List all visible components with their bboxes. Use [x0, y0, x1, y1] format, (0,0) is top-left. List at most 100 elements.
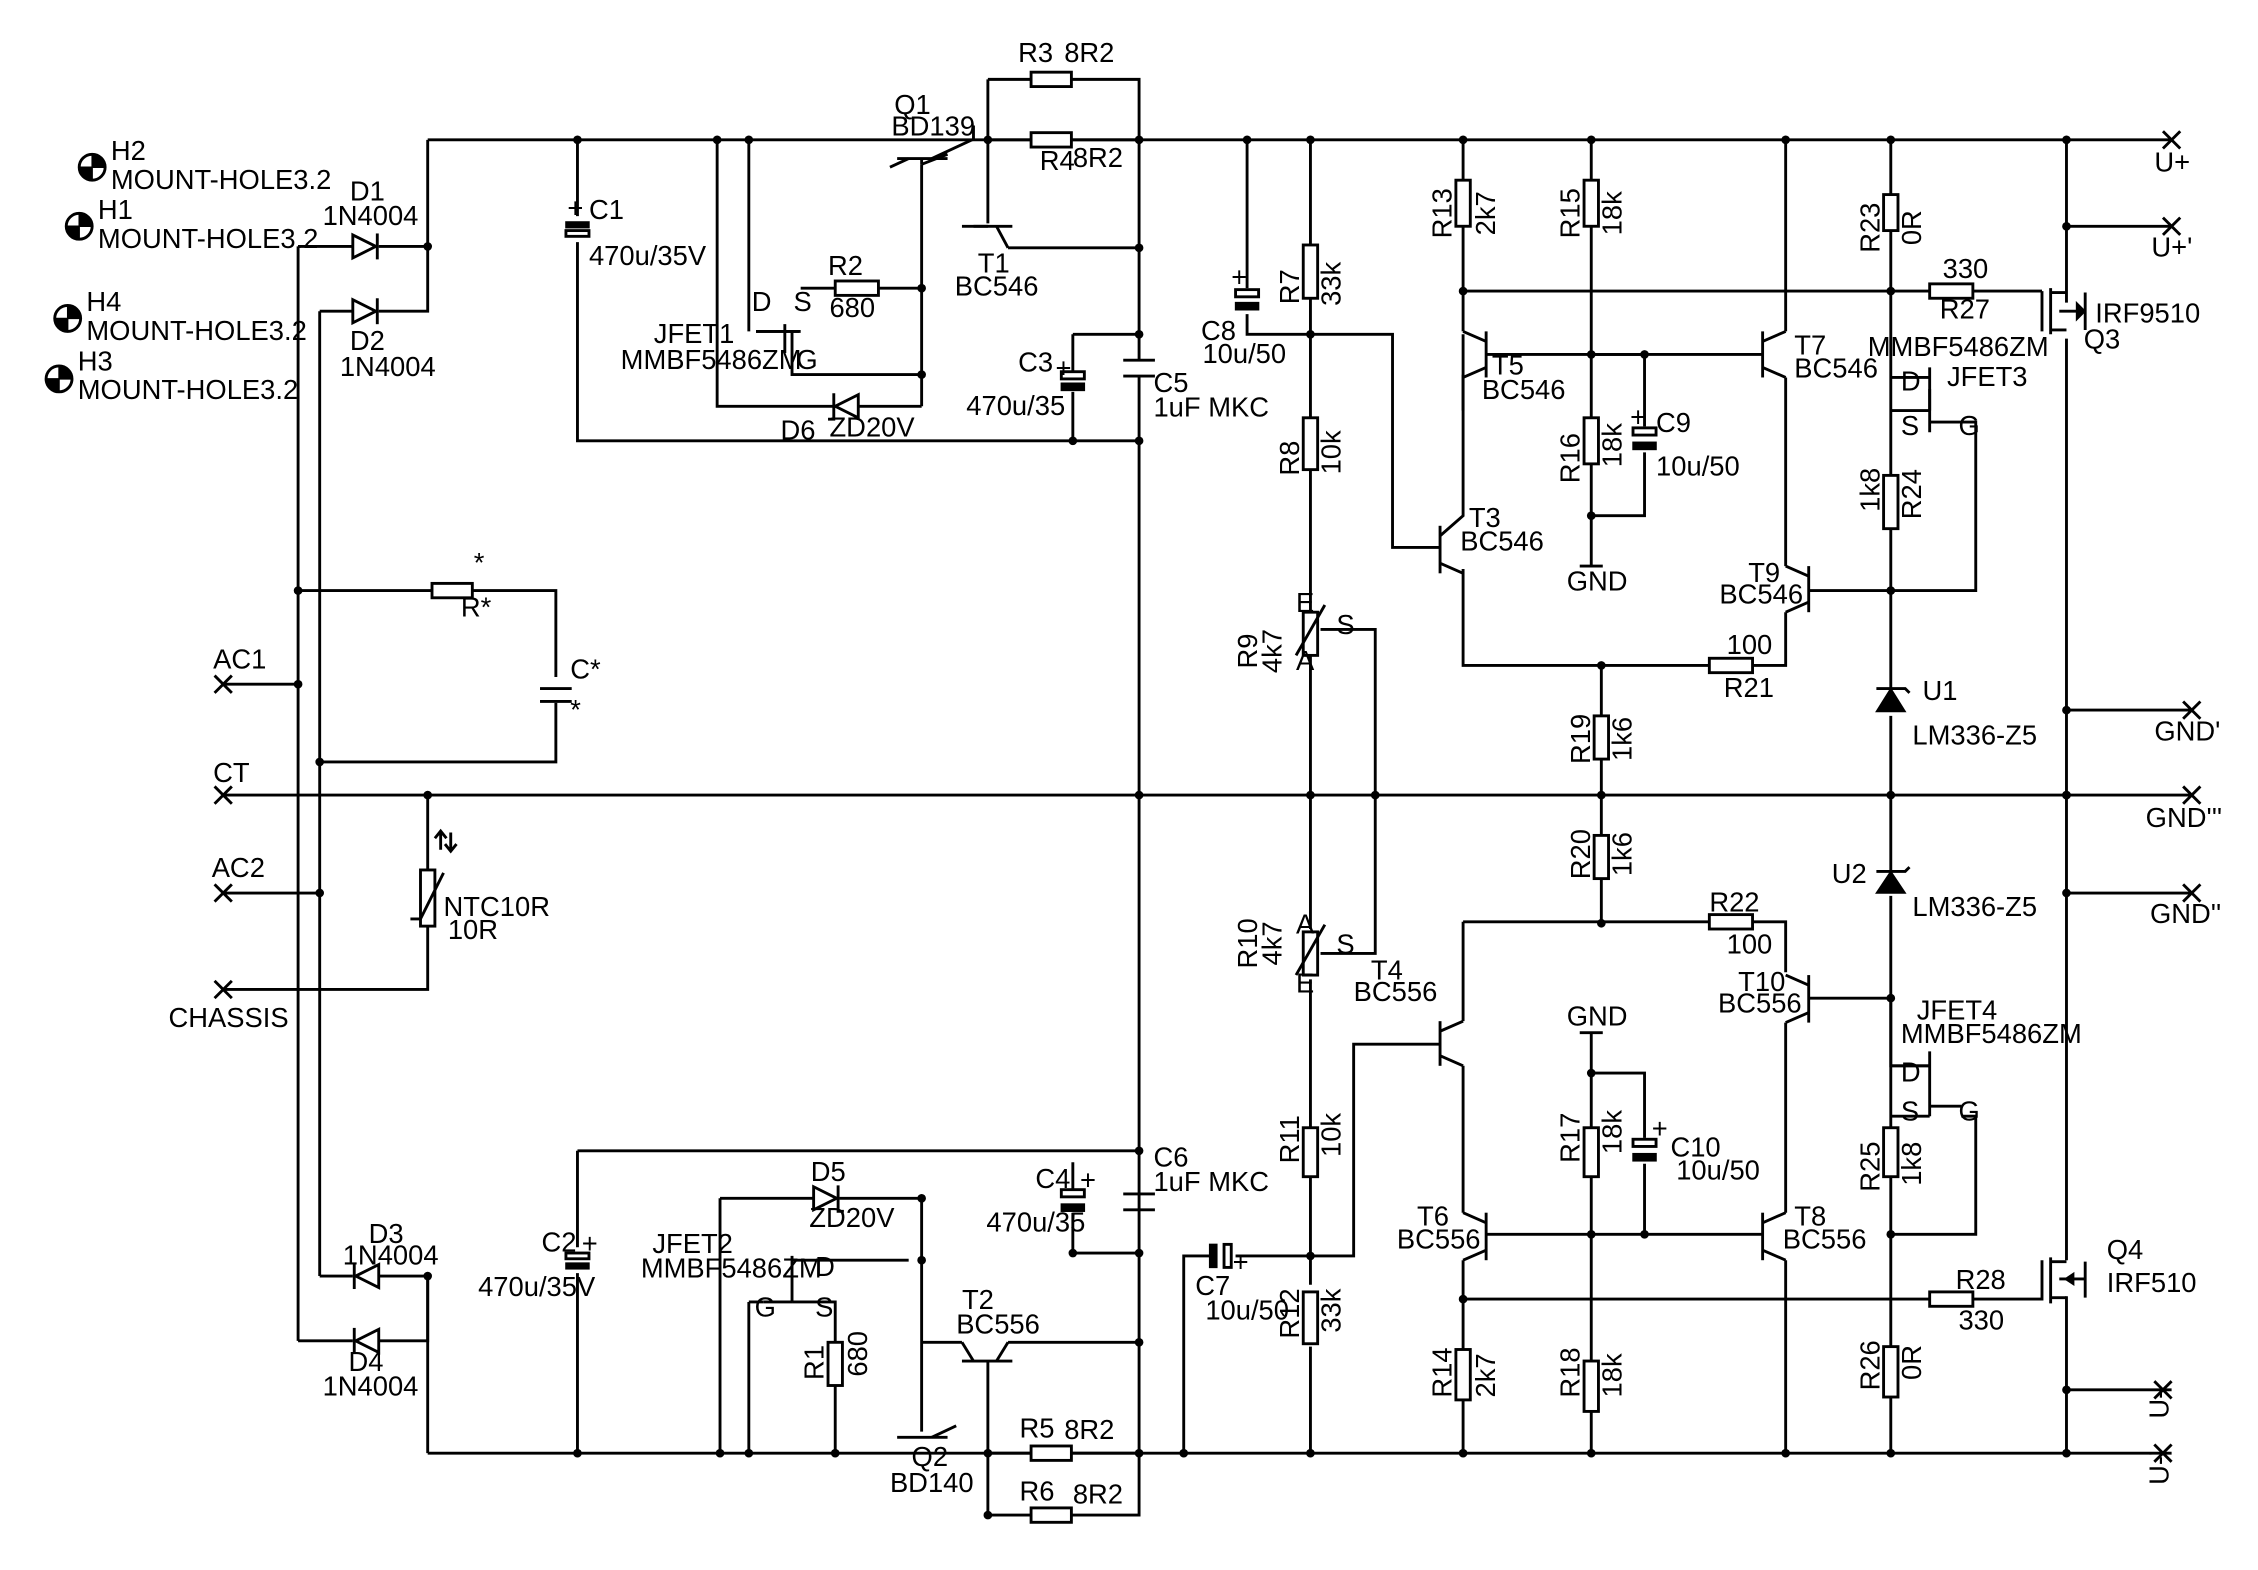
value: 1uF MKC — [1153, 1166, 1269, 1197]
label: D5 — [811, 1156, 846, 1187]
value: BD140 — [890, 1467, 974, 1498]
resistor-R16: R16 18k — [1555, 416, 1627, 483]
pin-s: S — [815, 1291, 833, 1322]
junction-dot — [1586, 350, 1596, 359]
label: R9 — [1232, 634, 1263, 669]
value: 10k — [1316, 430, 1347, 474]
value: MOUNT-HOLE3.2 — [78, 374, 298, 405]
label: C9 — [1656, 407, 1691, 438]
junction-dot — [1242, 135, 1252, 145]
transistor-T7: T7 BC546 — [1761, 329, 1878, 383]
label: C1 — [589, 194, 624, 225]
label: GND''' — [2146, 802, 2222, 833]
label: R13 — [1427, 188, 1458, 238]
label: R28 — [1956, 1264, 2006, 1295]
value: 470u/35V — [478, 1271, 596, 1302]
label: R2 — [828, 250, 863, 281]
label: C8 — [1201, 315, 1236, 346]
terminal-ac1: AC1 — [213, 643, 266, 694]
value: 100 — [1727, 928, 1773, 959]
resistor-R8: R8 10k — [1274, 416, 1347, 476]
label: C10 — [1670, 1132, 1720, 1163]
reference-U1: U1 LM336-Z5 — [1875, 675, 2037, 751]
junction-dot — [1586, 1448, 1596, 1458]
value: 680 — [842, 1331, 873, 1377]
label: R21 — [1724, 672, 1774, 703]
junction-dot — [1306, 329, 1315, 339]
junction-dot — [1134, 1337, 1144, 1347]
ntc-thermistor: NTC10R 10R — [410, 828, 550, 945]
resistor-R18: R18 18k — [1555, 1347, 1627, 1413]
junction-dot — [1134, 243, 1144, 253]
label: R16 — [1555, 433, 1586, 483]
junction-dot — [1370, 790, 1380, 800]
cap-C5: C5 1uF MKC — [1123, 358, 1269, 422]
label: T3 — [1469, 502, 1501, 533]
value: 1N4004 — [323, 1371, 419, 1402]
label: U1 — [1922, 675, 1957, 706]
value: IRF9510 — [2095, 298, 2200, 329]
value: BD139 — [891, 111, 975, 142]
value: 330 — [1943, 253, 1989, 284]
junction-dot — [1306, 1448, 1315, 1458]
junction-dot — [1781, 135, 1790, 145]
transistor-T10: T10 BC556 — [1718, 966, 1811, 1024]
junction-dot — [1306, 135, 1315, 145]
label: U- — [2144, 1390, 2175, 1419]
label: R* — [461, 592, 492, 623]
resistor-R27: 330 R27 — [1928, 253, 1990, 324]
pin-d: D — [815, 1251, 835, 1282]
value: MMBF5486ZM — [621, 344, 802, 375]
label: GND — [1567, 1000, 1628, 1031]
junction-dot — [1134, 790, 1144, 800]
pin-e: E — [1296, 967, 1314, 998]
label: T10 — [1738, 966, 1785, 997]
junction-dot — [423, 790, 433, 800]
junction-dot — [715, 1448, 725, 1458]
resistor-R5: R5 8R2 — [1020, 1412, 1114, 1462]
junction-dot — [2062, 1448, 2071, 1458]
value: 8R2 — [1073, 142, 1123, 173]
value: BC546 — [1719, 579, 1803, 610]
label: T6 — [1417, 1201, 1449, 1232]
junction-dot — [1886, 286, 1896, 296]
cap-C3: + C3 470u/35 — [966, 347, 1086, 421]
diode-D3: D3 1N4004 — [343, 1218, 439, 1290]
pin-a: A — [1296, 645, 1315, 676]
cap-C2: + C2 470u/35V — [478, 1227, 598, 1303]
pin-d: D — [1901, 365, 1921, 396]
value: BC556 — [956, 1309, 1040, 1340]
junction-dot — [573, 1448, 582, 1458]
plus: + — [1233, 1247, 1249, 1278]
label: C6 — [1153, 1142, 1188, 1173]
value: BC556 — [1718, 988, 1802, 1019]
terminal-ac2: AC2 — [212, 852, 265, 903]
resistor-R7: R7 33k — [1274, 243, 1347, 306]
junction-dot — [2062, 221, 2071, 231]
mount-hole-H1: H1 MOUNT-HOLE3.2 — [64, 194, 318, 254]
value: 4k7 — [1257, 629, 1288, 673]
label: R23 — [1854, 203, 1885, 253]
label: C3 — [1018, 347, 1053, 378]
junction-dot — [1886, 1448, 1896, 1458]
junction-dot — [1134, 135, 1144, 145]
value: 8R2 — [1064, 37, 1114, 68]
value: BC556 — [1397, 1224, 1481, 1255]
resistor-Rstar: R* * — [430, 547, 492, 623]
resistor-R11: R11 10k — [1274, 1113, 1347, 1179]
label: AC2 — [212, 852, 265, 883]
junction-dot — [917, 1193, 926, 1203]
label: GND — [1567, 566, 1628, 597]
label: U-' — [2144, 1451, 2175, 1485]
diode-D2: D2 1N4004 — [340, 297, 436, 382]
cap-C8: + C8 10u/50 — [1201, 262, 1286, 369]
terminal-u-plus-prime: U+' — [2151, 216, 2192, 263]
value: 18k — [1596, 1353, 1627, 1397]
junction-dot — [1458, 1448, 1468, 1458]
value: 10R — [448, 914, 498, 945]
value: BC546 — [1460, 525, 1544, 556]
terminal-chassis: CHASSIS — [168, 979, 289, 1033]
value: 0R — [1896, 210, 1927, 245]
pin-g: G — [1958, 410, 1979, 441]
